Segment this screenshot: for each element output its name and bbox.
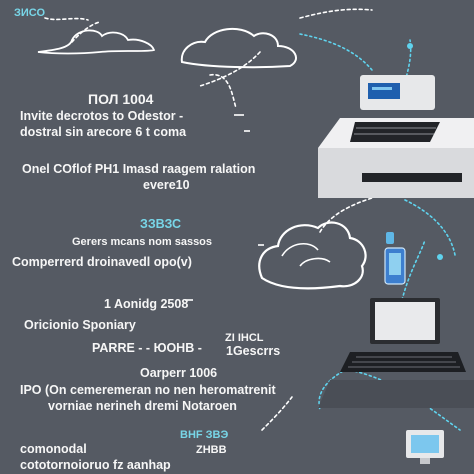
footer-cyan-label: BHF ЗВЭ xyxy=(180,429,229,441)
footer-left1: comonodal xyxy=(20,442,87,456)
block5-heading: Oarperr 1006 xyxy=(140,366,218,380)
block4-line2: Oricionio Sponiary xyxy=(24,318,136,332)
footer-left2: cototornoioruo fz aanhap xyxy=(20,458,171,472)
row-right-bottom: 1Gescrrs xyxy=(226,344,281,358)
accent-dot xyxy=(437,254,443,260)
small-monitor-icon xyxy=(406,430,444,464)
phone-icon xyxy=(384,232,406,285)
block4-line1: 1 Aonidg 2508 xyxy=(104,297,189,311)
block5-line2: vorniae nerineh dremi Notaroen xyxy=(48,399,237,413)
footer-right: ZHBB xyxy=(196,444,227,456)
block2-line2: evere10 xyxy=(143,178,190,192)
row-left: PARRE - - ЮОНВ - xyxy=(92,341,202,355)
cloud-icon-top-left xyxy=(37,29,156,55)
block1-line2: dostral sin arecore 6 t coma xyxy=(20,125,187,139)
mid-cyan-label: ЗЗВЗС xyxy=(140,217,182,231)
laptop-icon xyxy=(318,298,474,408)
block2-line1: Onel COflof PH1 Imasd raagem ralation xyxy=(22,162,256,176)
block3-line2: Comperrerd droinavedl opo(v) xyxy=(12,255,192,269)
corner-label: ЗИСО xyxy=(14,7,46,19)
dash-markers xyxy=(185,114,264,301)
block3-line1: Gerers mcans nom sassos xyxy=(72,236,213,248)
cloud-inner-curve xyxy=(281,243,331,267)
desktop-computer-icon xyxy=(318,75,474,198)
block1-line1: Invite decrotos to Odestor - xyxy=(20,109,184,123)
cloud-icon-top-center xyxy=(180,27,297,69)
block5-line1: IPO (On cemeremeran no nen heromatrenit xyxy=(20,383,276,397)
cloud-icon-middle xyxy=(258,221,367,290)
block1-heading: ПОЛ 1004 xyxy=(88,91,154,107)
row-right-top: ZI IHCL xyxy=(225,332,264,344)
accent-dot xyxy=(407,43,413,49)
